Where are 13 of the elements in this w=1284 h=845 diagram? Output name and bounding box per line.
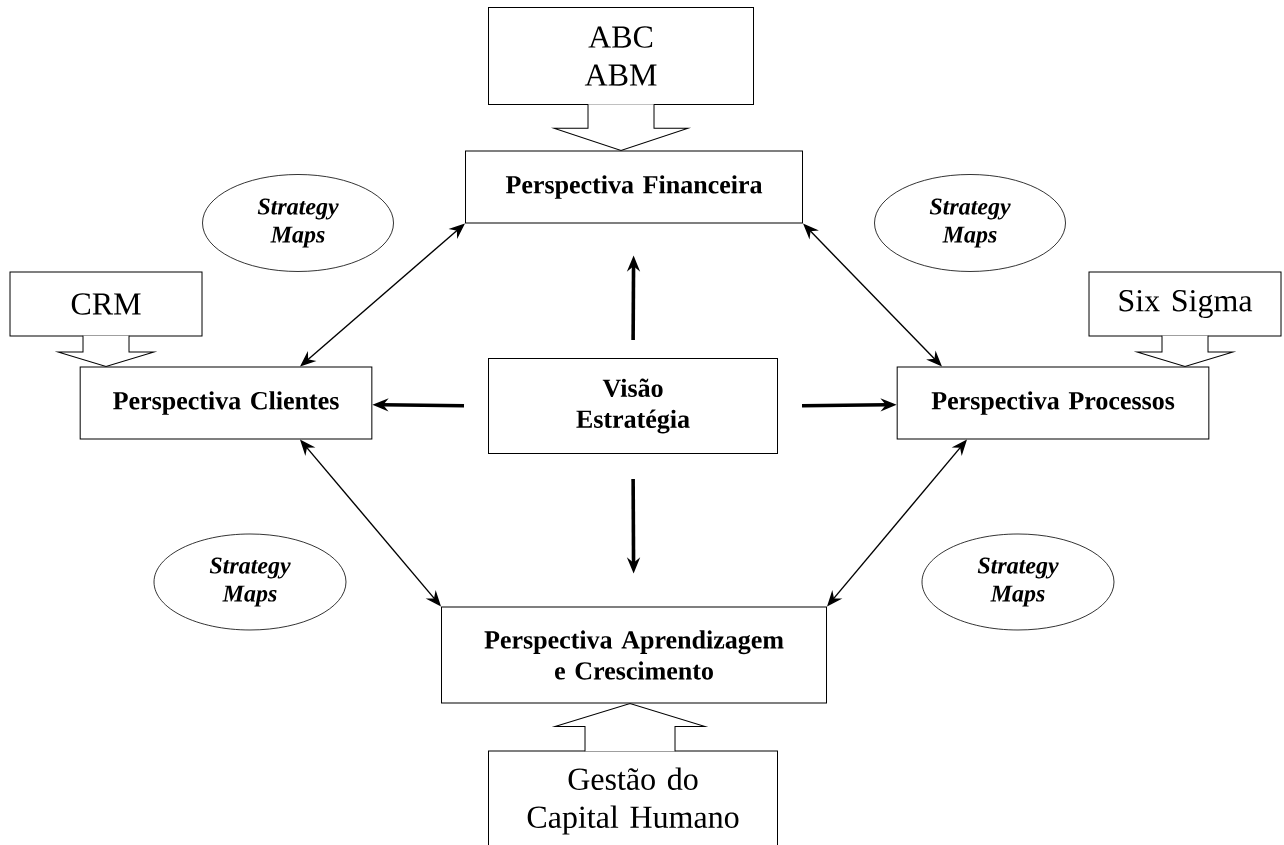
callout-pointer bbox=[553, 103, 689, 151]
callout-box: ABC ABM bbox=[488, 7, 754, 105]
callout-pointer bbox=[57, 335, 155, 367]
callout-pointer bbox=[554, 703, 706, 752]
perspective-box: Perspectiva Aprendizagem e Crescimento bbox=[441, 606, 827, 704]
callout-box: CRM bbox=[9, 271, 203, 337]
callout-box: Six Sigma bbox=[1088, 271, 1282, 337]
perspective-box: Visão Estratégia bbox=[488, 358, 778, 454]
perspective-box: Perspectiva Clientes bbox=[79, 366, 373, 440]
perspective-box: Perspectiva Processos bbox=[896, 366, 1210, 440]
callout-pointer bbox=[1136, 335, 1234, 367]
callout-box: Gestão do Capital Humano bbox=[488, 750, 778, 845]
perspective-box: Perspectiva Financeira bbox=[465, 150, 803, 224]
